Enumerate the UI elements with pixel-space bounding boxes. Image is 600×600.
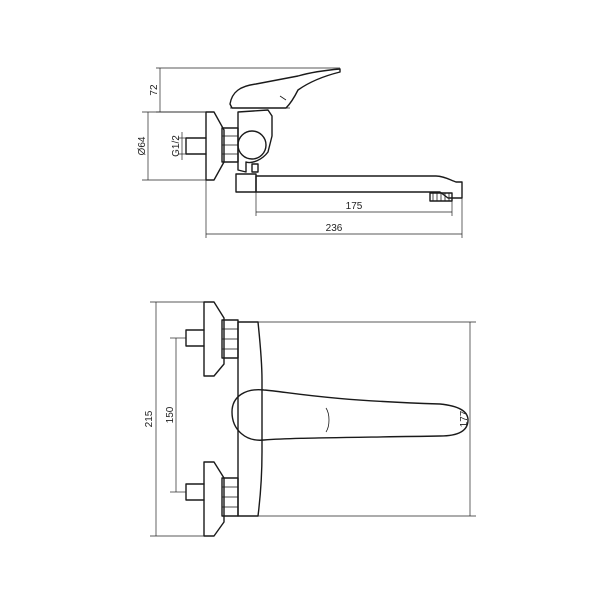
dim-overall-236: 236 <box>205 180 463 238</box>
dim-depth-177: 177 <box>258 321 476 517</box>
dim-label-175: 175 <box>346 201 363 212</box>
front-mixer-body <box>237 321 263 517</box>
dim-label-215: 215 <box>144 410 155 427</box>
dim-label-diameter: Ø64 <box>137 136 148 155</box>
dim-spacing-150: 150 <box>165 337 186 493</box>
dim-label-thread: G1/2 <box>171 135 182 157</box>
side-spout-collar <box>235 173 257 193</box>
front-lever <box>231 389 469 441</box>
dim-height-215: 215 <box>144 301 204 537</box>
front-lower-flange <box>203 461 225 537</box>
dim-diameter-64: Ø64 <box>137 111 206 181</box>
side-view: 72 Ø64 G1/2 175 236 <box>137 67 463 238</box>
side-mixer-body <box>237 109 273 173</box>
dim-label-150: 150 <box>165 406 176 423</box>
dim-label-236: 236 <box>326 223 343 234</box>
dim-label-72: 72 <box>149 84 160 96</box>
dim-height-72: 72 <box>149 67 340 113</box>
front-upper-flange <box>203 301 225 377</box>
dim-label-177: 177 <box>459 410 470 427</box>
side-lever <box>229 68 341 109</box>
side-body-cap <box>237 130 267 160</box>
dim-thread: G1/2 <box>171 132 186 160</box>
front-view: 215 150 177 <box>144 301 476 537</box>
dim-spout-175: 175 <box>255 192 453 216</box>
side-spout <box>255 175 463 199</box>
side-inlet-pipe <box>185 137 207 155</box>
